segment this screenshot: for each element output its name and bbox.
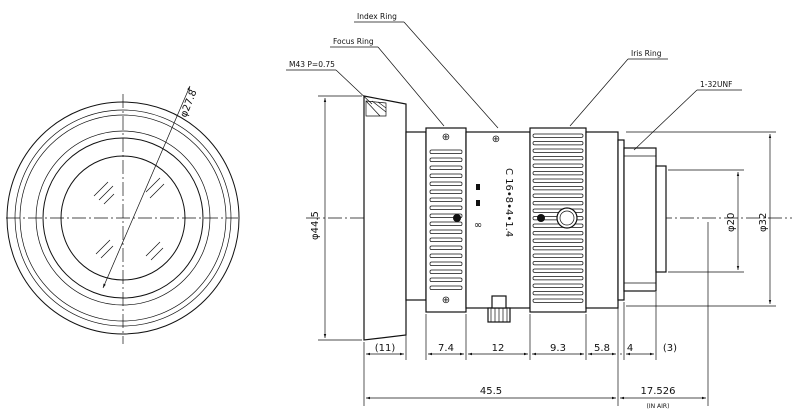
focus-top-mark-icon: ⊕ [442,132,450,143]
ring-knurl [429,285,463,290]
ring-knurl [429,181,463,186]
side-view: ⊕ ⊕ ⊕ ∞ C 16•8•4•1.4 [306,95,792,341]
ring-knurl [429,213,463,218]
m43-thread-section [365,100,387,117]
focus-ring: ⊕ ⊕ [425,127,467,313]
focus-ring-label: Focus Ring [333,37,374,46]
ring-knurl [532,201,584,206]
overall-length-label: 45.5 [480,386,502,397]
index-top-mark-icon: ⊕ [492,134,500,145]
index-ring: ⊕ ∞ C 16•8•4•1.4 [465,131,531,323]
ring-knurl [532,193,584,198]
iris-ring-label: Iris Ring [631,49,662,58]
ring-knurl [532,208,584,213]
ring-knurl [532,253,584,258]
ring-knurl [532,171,584,176]
body-diameter-label: φ44.5 [310,211,321,240]
front-diameter-dimension-line [102,85,191,289]
m43-thread-label: M43 P=0.75 [289,60,335,69]
ring-knurl [429,205,463,210]
iris-index-dot [537,214,545,222]
focus-bottom-mark-icon: ⊕ [442,295,450,306]
infinity-mark: ∞ [474,220,482,231]
iris-scale-text: C 16•8•4•1.4 [503,168,514,237]
iris-ring [529,127,587,313]
ring-knurl [532,298,584,303]
rear-flange [617,139,625,301]
ring-knurl [429,149,463,154]
ring-knurl [532,283,584,288]
ring-knurl [532,276,584,281]
dim-index-ring-width: 12 [492,343,505,354]
ring-knurl [532,268,584,273]
ring-knurl [532,238,584,243]
ring-knurl [532,223,584,228]
ring-knurl [532,186,584,191]
flange-back-note: (IN AIR) [647,403,670,410]
dim-focus-ring-width: 7.4 [438,343,454,354]
ring-knurl [532,261,584,266]
front-hood [363,95,407,341]
ring-knurl [532,141,584,146]
front-view: φ27.8 [6,85,240,344]
rear-barrel [585,131,619,309]
ring-knurl [532,133,584,138]
front-diameter-label: φ27.8 [179,88,200,119]
horizontal-dimensions: (11) 7.4 12 9.3 5.8 4 (3) 45.5 17.526 (I… [363,222,709,410]
front-step [405,131,427,301]
ring-knurl [429,269,463,274]
ring-knurl [429,237,463,242]
ring-knurl [429,245,463,250]
ring-knurl [429,229,463,234]
ring-knurl [429,277,463,282]
c-mount-thread [623,147,657,292]
mount-outer-diameter-label: φ32 [758,213,769,232]
ring-knurl [532,246,584,251]
ring-knurl [429,197,463,202]
ring-knurl [429,253,463,258]
dim-flange-width: 4 [627,343,633,354]
ring-knurl [429,261,463,266]
ring-knurl [532,178,584,183]
dim-hood-length: (11) [375,343,396,354]
dim-iris-ring-width: 9.3 [550,343,566,354]
ring-knurl [429,189,463,194]
ring-knurl [429,221,463,226]
glass-reflection-marks [93,177,165,261]
mount-inner-diameter-label: φ20 [726,213,737,232]
dim-mount-length: (3) [663,343,677,354]
vertical-dimensions: φ44.5 φ20 φ32 [310,95,776,341]
c-mount-rear [655,165,667,273]
ring-knurl [429,173,463,178]
ring-knurl [532,163,584,168]
ring-knurl [532,148,584,153]
ring-knurl [429,165,463,170]
ring-knurl [532,291,584,296]
dim-rear-barrel-width: 5.8 [594,343,610,354]
callouts: Index Ring Focus Ring M43 P=0.75 Iris Ri… [286,12,742,151]
focus-index-dot [453,214,461,222]
unf-thread-label: 1-32UNF [700,80,732,89]
ring-knurl [429,157,463,162]
flange-back-label: 17.526 [641,386,676,397]
index-ring-label: Index Ring [357,12,397,21]
ring-knurl [532,156,584,161]
ring-knurl [532,231,584,236]
